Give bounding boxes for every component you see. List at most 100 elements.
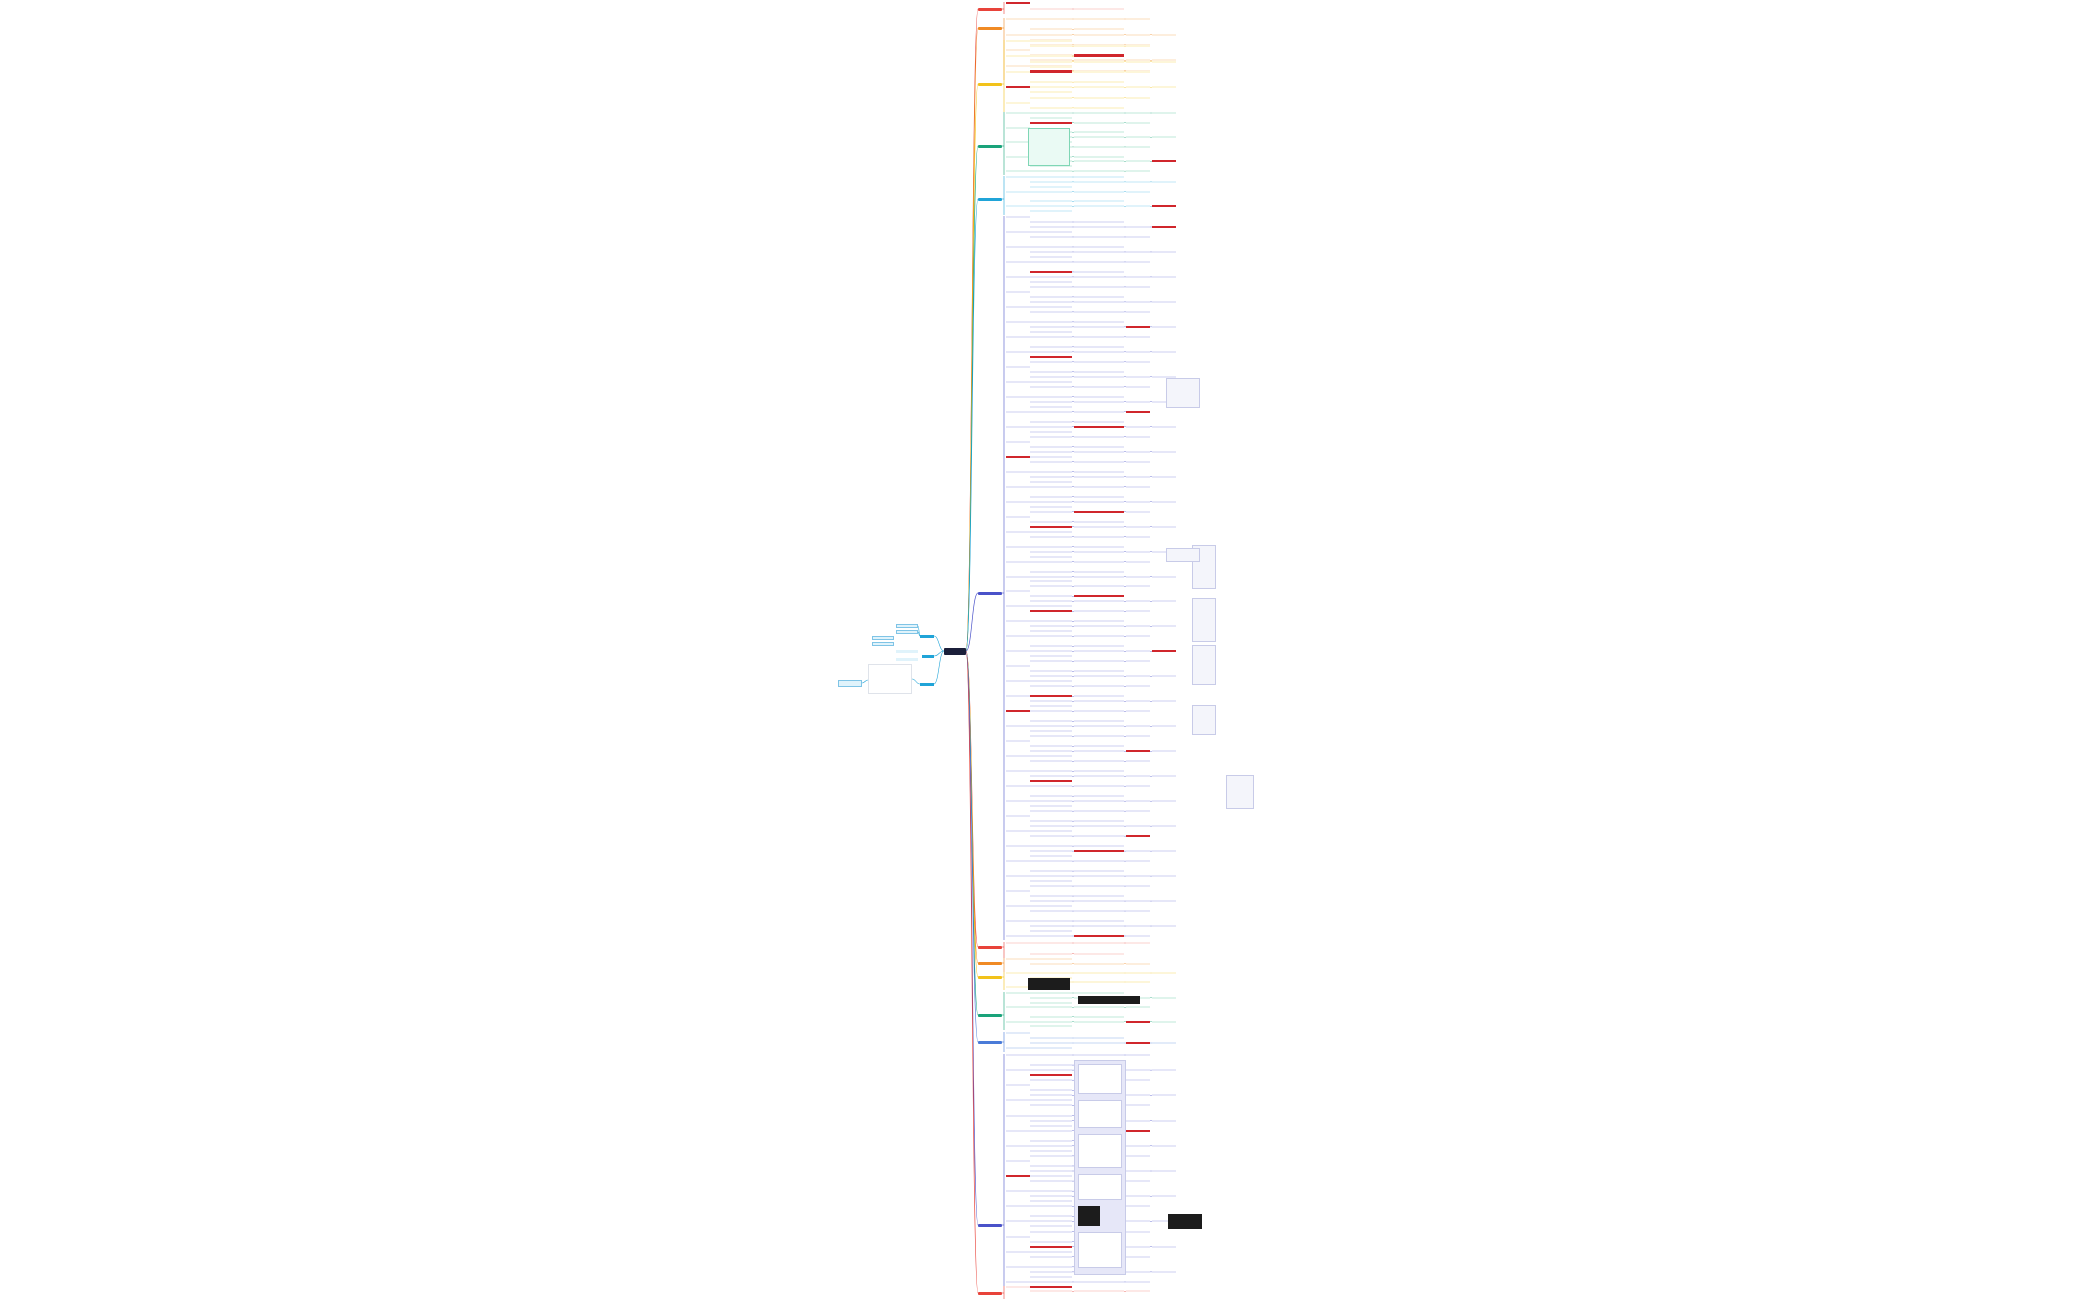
left-branch-node[interactable] bbox=[920, 635, 934, 638]
leaf-node bbox=[1074, 695, 1124, 698]
leaf-node bbox=[1126, 910, 1150, 913]
leaf-node bbox=[1126, 525, 1150, 528]
leaf-node bbox=[1126, 112, 1150, 114]
leaf-node bbox=[1074, 575, 1124, 578]
leaf-node bbox=[1074, 245, 1124, 248]
branch-topic-8[interactable] bbox=[978, 962, 1002, 965]
leaf-node bbox=[1074, 795, 1124, 798]
leaf-node bbox=[1030, 255, 1072, 258]
leaf-node bbox=[1030, 91, 1072, 94]
branch-topic-12[interactable] bbox=[978, 1224, 1002, 1227]
branch-topic-11[interactable] bbox=[978, 1041, 1002, 1044]
leaf-node bbox=[1006, 1250, 1030, 1253]
leaf-node bbox=[1006, 410, 1030, 413]
leaf-node bbox=[1030, 930, 1072, 932]
embedded-screenshot bbox=[1166, 548, 1200, 562]
leaf-node bbox=[1030, 830, 1072, 833]
leaf-node bbox=[1030, 1037, 1072, 1039]
leaf-node bbox=[1126, 935, 1150, 937]
leaf-node bbox=[1030, 250, 1072, 253]
leaf-node bbox=[1152, 60, 1176, 63]
leaf-node bbox=[1006, 141, 1030, 144]
leaf-node bbox=[1030, 1230, 1072, 1233]
leaf-node bbox=[1006, 70, 1030, 73]
leaf-node bbox=[1152, 375, 1176, 378]
leaf-node bbox=[1126, 1094, 1150, 1097]
leaf-node bbox=[1030, 190, 1072, 193]
leaf-node bbox=[1126, 1180, 1150, 1183]
leaf-node bbox=[1030, 165, 1072, 168]
leaf-node bbox=[1030, 245, 1072, 248]
leaf-node bbox=[1074, 425, 1124, 428]
leaf-node bbox=[1006, 958, 1030, 960]
leaf-node bbox=[1006, 1205, 1030, 1208]
leaf-node bbox=[1152, 1220, 1176, 1223]
leaf-node bbox=[1074, 785, 1124, 788]
leaf-node bbox=[1126, 942, 1150, 944]
leaf-node bbox=[1074, 145, 1124, 148]
leaf-node bbox=[1074, 60, 1124, 63]
leaf-node bbox=[1006, 33, 1030, 36]
branch-topic-9[interactable] bbox=[978, 976, 1002, 979]
embedded-screenshot bbox=[1078, 1134, 1122, 1168]
leaf-node bbox=[1074, 310, 1124, 313]
leaf-node bbox=[1030, 595, 1072, 598]
leaf-node bbox=[1030, 1205, 1072, 1208]
branch-topic-4[interactable] bbox=[978, 145, 1002, 148]
leaf-node bbox=[1030, 355, 1072, 358]
leaf-node bbox=[1126, 1006, 1150, 1009]
branch-topic-2[interactable] bbox=[978, 27, 1002, 30]
branch-topic-7[interactable] bbox=[978, 946, 1002, 949]
leaf-node bbox=[1006, 560, 1030, 563]
leaf-node bbox=[1030, 1099, 1072, 1102]
embedded-screenshot bbox=[1226, 775, 1254, 809]
leaf-node bbox=[1074, 395, 1124, 398]
leaf-node bbox=[1152, 450, 1176, 453]
branch-topic-1[interactable] bbox=[978, 8, 1002, 11]
leaf-node bbox=[1030, 81, 1072, 84]
leaf-node bbox=[1030, 962, 1072, 965]
leaf-node bbox=[1074, 435, 1124, 438]
branch-topic-5[interactable] bbox=[978, 198, 1002, 201]
leaf-node bbox=[1126, 1154, 1150, 1157]
leaf-node bbox=[1030, 1190, 1072, 1193]
leaf-node bbox=[1006, 710, 1030, 713]
branch-topic-13[interactable] bbox=[978, 1292, 1002, 1295]
leaf-node bbox=[1126, 410, 1150, 413]
left-branch-node[interactable] bbox=[920, 683, 934, 686]
leaf-node bbox=[1074, 962, 1124, 965]
leaf-node bbox=[1126, 760, 1150, 763]
branch-topic-10[interactable] bbox=[978, 1014, 1002, 1017]
leaf-node bbox=[1030, 650, 1072, 653]
root-topic[interactable] bbox=[944, 648, 966, 655]
leaf-node bbox=[1030, 395, 1072, 398]
connector-line bbox=[933, 650, 945, 657]
leaf-node bbox=[1074, 972, 1124, 974]
leaf-node bbox=[1030, 400, 1072, 403]
leaf-node bbox=[1030, 835, 1072, 838]
leaf-node bbox=[1126, 310, 1150, 313]
branch-topic-3[interactable] bbox=[978, 83, 1002, 86]
leaf-node bbox=[1126, 685, 1150, 688]
leaf-node bbox=[1074, 600, 1124, 603]
leaf-node bbox=[1030, 54, 1072, 57]
leaf-node bbox=[1030, 305, 1072, 308]
leaf-node bbox=[1074, 570, 1124, 573]
branch-topic-6[interactable] bbox=[978, 592, 1002, 595]
leaf-node bbox=[1152, 275, 1176, 278]
leaf-node bbox=[1126, 70, 1150, 73]
leaf-node bbox=[1030, 1220, 1072, 1223]
leaf-node bbox=[1152, 500, 1176, 503]
leaf-node bbox=[1030, 570, 1072, 573]
left-branch-node[interactable] bbox=[922, 655, 934, 658]
leaf-node bbox=[1006, 155, 1030, 158]
leaf-node bbox=[1074, 335, 1124, 338]
leaf-node bbox=[1074, 1015, 1124, 1018]
leaf-node bbox=[1030, 600, 1072, 603]
leaf-node bbox=[1074, 670, 1124, 673]
leaf-node bbox=[1030, 55, 1072, 58]
leaf-node bbox=[1006, 500, 1030, 503]
leaf-node bbox=[1006, 1069, 1030, 1072]
leaf-node bbox=[1152, 1144, 1176, 1147]
leaf-node bbox=[1030, 320, 1072, 323]
